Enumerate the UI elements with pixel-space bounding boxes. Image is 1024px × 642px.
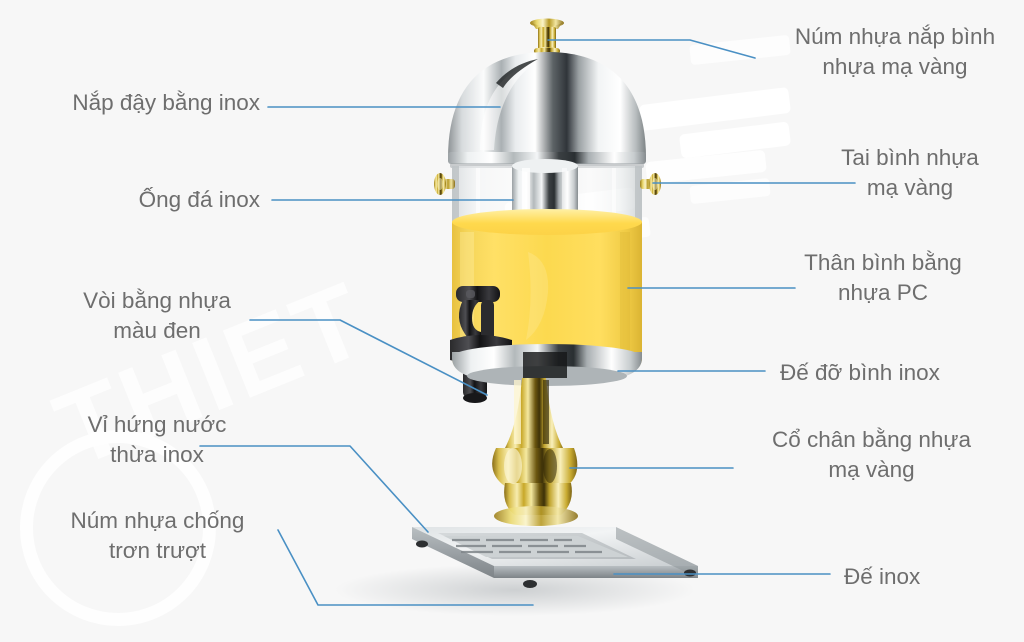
leader-line-lid-knob bbox=[547, 39, 756, 59]
anti-slip-foot-left bbox=[416, 540, 428, 548]
callout-gold-stem: Cổ chân bằng nhựa mạ vàng bbox=[772, 427, 971, 482]
callout-lid: Nắp đậy bằng inox bbox=[72, 90, 260, 115]
gold-pedestal-stem bbox=[492, 378, 578, 526]
callout-handle-ear: Tai bình nhựa mạ vàng bbox=[841, 145, 979, 200]
callout-body-pc: Thân bình bằng nhựa PC bbox=[804, 250, 962, 305]
callout-drip-tray: Vỉ hứng nước thừa inox bbox=[87, 412, 227, 467]
callout-tap: Vòi bằng nhựa màu đen bbox=[83, 288, 231, 343]
leader-line-drip-tray bbox=[199, 445, 429, 533]
left-gold-ear bbox=[434, 173, 455, 195]
right-gold-ear bbox=[640, 173, 661, 195]
callout-ice-tube: Ống đá inox bbox=[138, 187, 260, 212]
leader-line-anti-slip-foot bbox=[277, 529, 534, 606]
leader-line-tap bbox=[249, 319, 488, 396]
callout-inox-base: Đế inox bbox=[844, 564, 921, 589]
inox-base-plate bbox=[335, 527, 698, 616]
inox-bowl-base-ring bbox=[452, 344, 642, 386]
juice-dispenser-illustration bbox=[335, 18, 698, 616]
callout-bowl-base: Đế đỡ bình inox bbox=[780, 360, 940, 385]
callout-lid-knob: Núm nhựa nắp bình nhựa mạ vàng bbox=[794, 24, 996, 79]
callout-anti-slip-foot: Núm nhựa chống trơn trượt bbox=[70, 508, 245, 563]
anti-slip-foot-front bbox=[523, 580, 537, 588]
